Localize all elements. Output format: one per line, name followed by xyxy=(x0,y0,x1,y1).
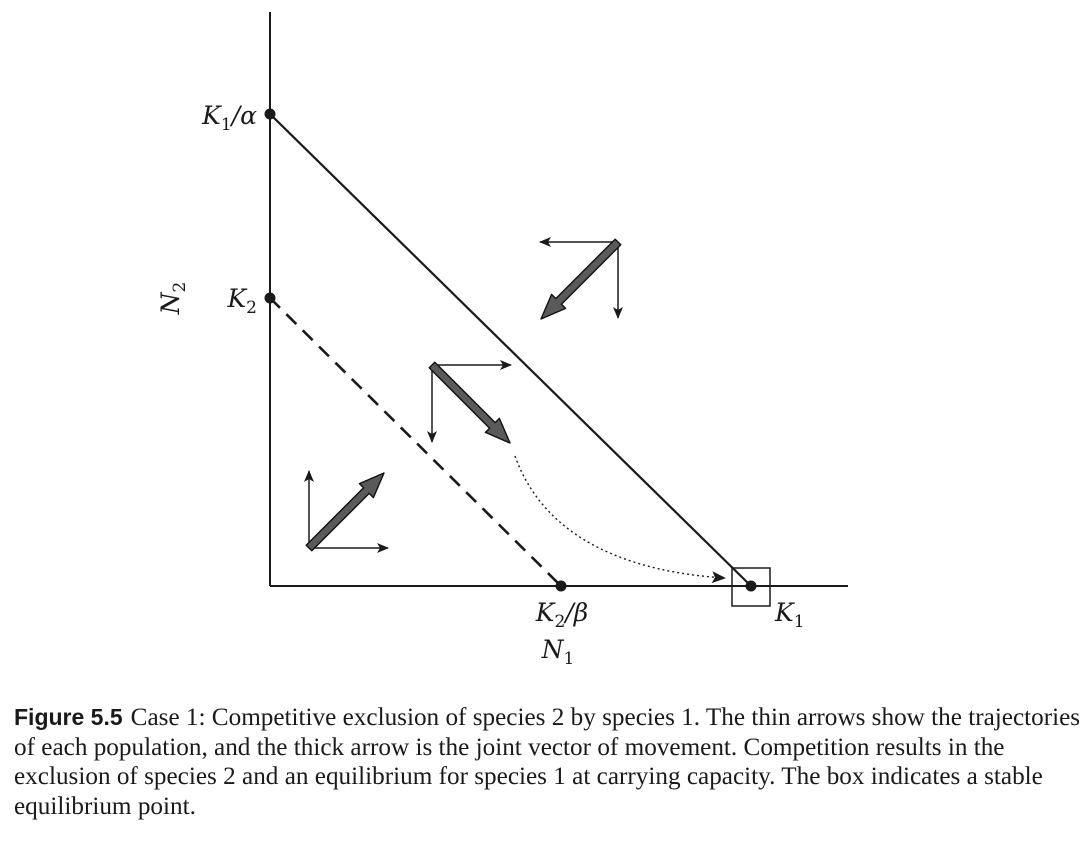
thick-arrow-southeast xyxy=(428,361,511,444)
k1-point xyxy=(745,580,757,592)
vector-group-upper xyxy=(539,237,623,320)
k2-label: K2 xyxy=(226,284,257,318)
k1-over-alpha-label: K1/α xyxy=(201,101,257,135)
thick-arrow-southwest xyxy=(540,238,622,320)
k2-point xyxy=(264,292,276,304)
stable-equilibrium-box-icon xyxy=(731,567,771,607)
species-1-isocline xyxy=(269,113,752,587)
isocline-diagram: K1/α K2 K2/β K1 N1 N2 xyxy=(156,12,848,669)
k1-over-alpha-point xyxy=(264,108,276,120)
figure-label: Figure 5.5 xyxy=(14,704,123,730)
caption-text: Case 1: Competitive exclusion of species… xyxy=(14,704,1081,820)
k2-over-beta-point xyxy=(555,580,567,592)
vector-group-lower xyxy=(304,470,389,553)
k2-over-beta-label: K2/β xyxy=(535,598,588,632)
y-axis-label: N2 xyxy=(156,282,190,316)
trajectory-curve xyxy=(514,455,726,584)
vector-group-middle xyxy=(427,360,512,444)
x-axis-label: N1 xyxy=(541,635,575,669)
thick-arrow-northeast xyxy=(305,472,385,552)
k1-label: K1 xyxy=(774,598,805,632)
